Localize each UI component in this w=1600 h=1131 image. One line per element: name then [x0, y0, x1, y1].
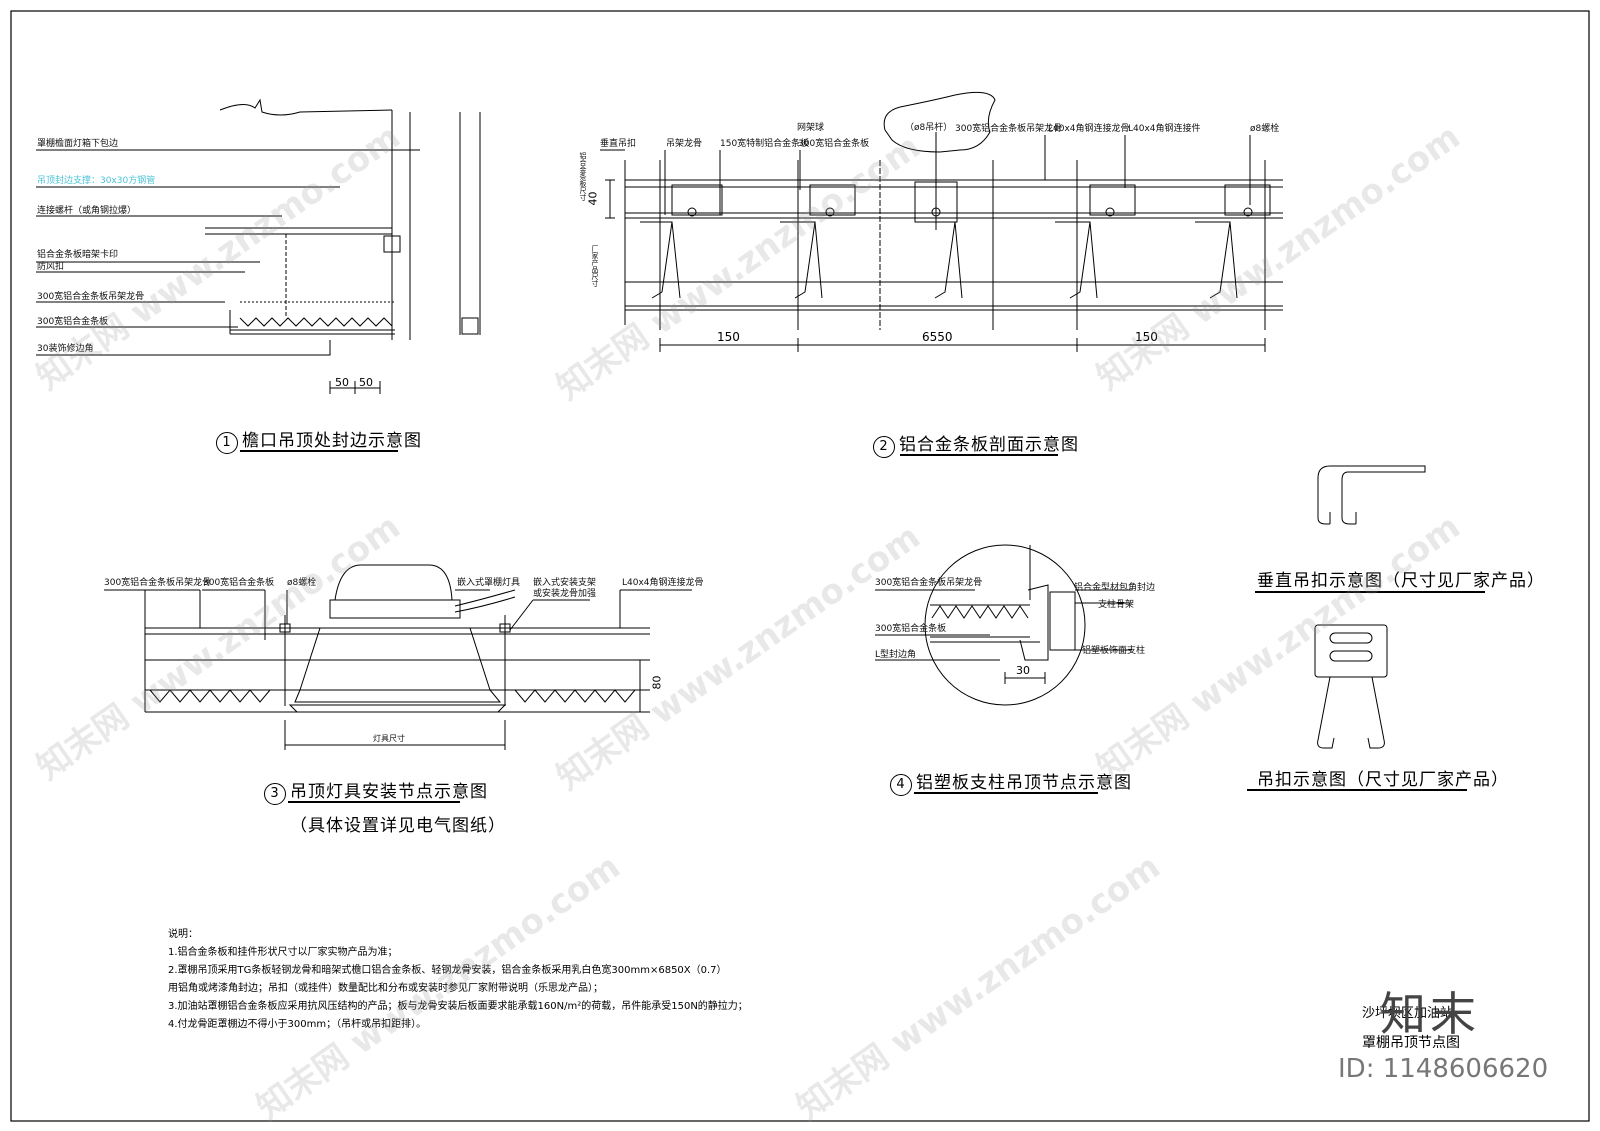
d3-dim-vertical: 80	[650, 675, 664, 690]
d3-label-angle: L40x4角钢连接龙骨	[622, 578, 704, 588]
d2-label-angle-connector: L40x4角钢连接件	[1128, 124, 1201, 134]
d1-number: 1	[216, 432, 238, 454]
d1-label-clip: 铝合金条板暗架卡印	[37, 250, 119, 260]
d3-label-bracket-2: 或安装龙骨加强	[533, 589, 597, 599]
d1-title-underline	[240, 450, 398, 452]
d2-label-300-strip: 300宽铝合金条板	[798, 139, 870, 149]
d3-label-strip: 300宽铝合金条板	[203, 578, 275, 588]
detail-4-geometry	[875, 544, 1132, 706]
d5-title-underline	[1255, 591, 1485, 593]
notes-line-2: 2.罩棚吊顶采用TG条板轻钢龙骨和暗架式檐口铝合金条板、轻钢龙骨安装，铝合金条板…	[168, 965, 727, 976]
d6-title: 吊扣示意图（尺寸见厂家产品）	[1257, 770, 1509, 790]
d4-label-strip: 300宽铝合金条板	[875, 624, 947, 634]
d1-label-keel: 300宽铝合金条板吊架龙骨	[37, 292, 145, 302]
detail-1-geometry	[36, 98, 481, 394]
detail-5-geometry	[1317, 465, 1426, 525]
d3-subtitle: （具体设置详见电气图纸）	[290, 816, 506, 836]
d4-label-frame: 支柱骨架	[1098, 600, 1135, 610]
sheet-border	[10, 10, 1590, 1122]
d1-label-edge-wrap: 罩棚檐面灯箱下包边	[37, 139, 119, 149]
d2-label-rod: （ø8吊杆）	[905, 123, 953, 133]
d2-title-text: 铝合金条板剖面示意图	[899, 435, 1079, 455]
detail-3-geometry	[104, 564, 692, 750]
brand-logo: 知末	[1380, 987, 1480, 1041]
d1-label-support: 吊顶封边支撑：30x30方钢管	[37, 176, 156, 186]
notes-block: 说明： 1.铝合金条板和挂件形状尺寸以厂家实物产品为准； 2.罩棚吊顶采用TG条…	[168, 926, 748, 1034]
d1-label-wind-clip: 防风扣	[37, 262, 65, 272]
notes-heading: 说明：	[168, 929, 198, 940]
d2-label-ball: 网架球	[797, 123, 825, 133]
d3-title-underline	[288, 801, 460, 803]
d2-label-vertical-clip: 垂直吊扣	[600, 139, 637, 149]
d1-label-strip: 300宽铝合金条板	[37, 317, 109, 327]
d3-dim-bottom: 灯具尺寸	[373, 734, 405, 743]
detail-6-geometry	[1314, 624, 1388, 749]
d3-label-bolt: ø8螺栓	[287, 578, 317, 588]
notes-line-3: 用铝角或烤漆角封边；吊扣（或挂件）数量配比和分布或安装时参见厂家附带说明（乐思龙…	[168, 983, 603, 994]
d3-label-bracket: 嵌入式安装支架	[533, 578, 597, 588]
d5-title: 垂直吊扣示意图（尺寸见厂家产品）	[1257, 571, 1545, 591]
d2-title-underline	[900, 454, 1058, 456]
d4-number: 4	[890, 774, 912, 796]
d4-title-underline	[914, 792, 1098, 794]
d4-title-text: 铝塑板支柱吊顶节点示意图	[916, 773, 1132, 793]
d2-label-angle-keel: L40x4角钢连接龙骨	[1048, 124, 1130, 134]
d2-label-150-strip: 150宽特制铝合金条板	[720, 139, 810, 149]
d1-dim-1: 50	[335, 376, 349, 389]
detail-2-geometry	[600, 91, 1283, 352]
d1-label-bolt: 连接螺杆（或角钢拉爆）	[37, 206, 137, 216]
d3-title-text: 吊顶灯具安装节点示意图	[290, 782, 488, 802]
title-block-drawing: 罩棚吊顶节点图	[1362, 1035, 1460, 1051]
d2-side-label-1: 铝合金条板尺寸	[579, 152, 587, 201]
notes-line-5: 4.付龙骨距罩棚边不得小于300mm；（吊杆或吊扣距排）。	[168, 1019, 427, 1030]
d4-label-corner: 铝合金型材包角封边	[1074, 583, 1156, 593]
d2-dim-middle: 6550	[922, 330, 953, 344]
title-block-project: 沙坪坝区加油站	[1362, 1006, 1454, 1021]
d2-dim-left: 150	[717, 330, 740, 344]
d2-label-hanger-keel: 吊架龙骨	[666, 139, 703, 149]
d6-title-underline	[1247, 789, 1467, 791]
d4-label-column: 铝塑板饰面支柱	[1082, 646, 1146, 656]
d2-number: 2	[873, 436, 895, 458]
d3-number: 3	[264, 783, 286, 805]
d2-dim-vertical: 40	[586, 191, 600, 206]
d3-label-keel: 300宽铝合金条板吊架龙骨	[104, 578, 212, 588]
d1-label-trim: 30装饰修边角	[37, 344, 94, 354]
notes-line-4: 3.加油站罩棚铝合金条板应采用抗风压结构的产品；板与龙骨安装后板面要求能承载16…	[168, 1001, 748, 1012]
d4-label-keel: 300宽铝合金条板吊架龙骨	[875, 578, 983, 588]
d1-title-text: 檐口吊顶处封边示意图	[242, 431, 422, 451]
d4-dim: 30	[1016, 664, 1030, 677]
id-text: ID: 1148606620	[1338, 1054, 1549, 1084]
notes-line-1: 1.铝合金条板和挂件形状尺寸以厂家实物产品为准；	[168, 947, 398, 958]
d2-label-keel: 300宽铝合金条板吊架龙骨	[955, 124, 1063, 134]
d2-label-bolt: ø8螺栓	[1250, 124, 1280, 134]
d2-side-label-2: 厂家产品尺寸	[591, 245, 599, 287]
d3-label-lamp: 嵌入式罩棚灯具	[457, 578, 521, 588]
d2-dim-right: 150	[1135, 330, 1158, 344]
d4-label-angle: L型封边角	[875, 650, 917, 660]
d1-dim-2: 50	[359, 376, 373, 389]
